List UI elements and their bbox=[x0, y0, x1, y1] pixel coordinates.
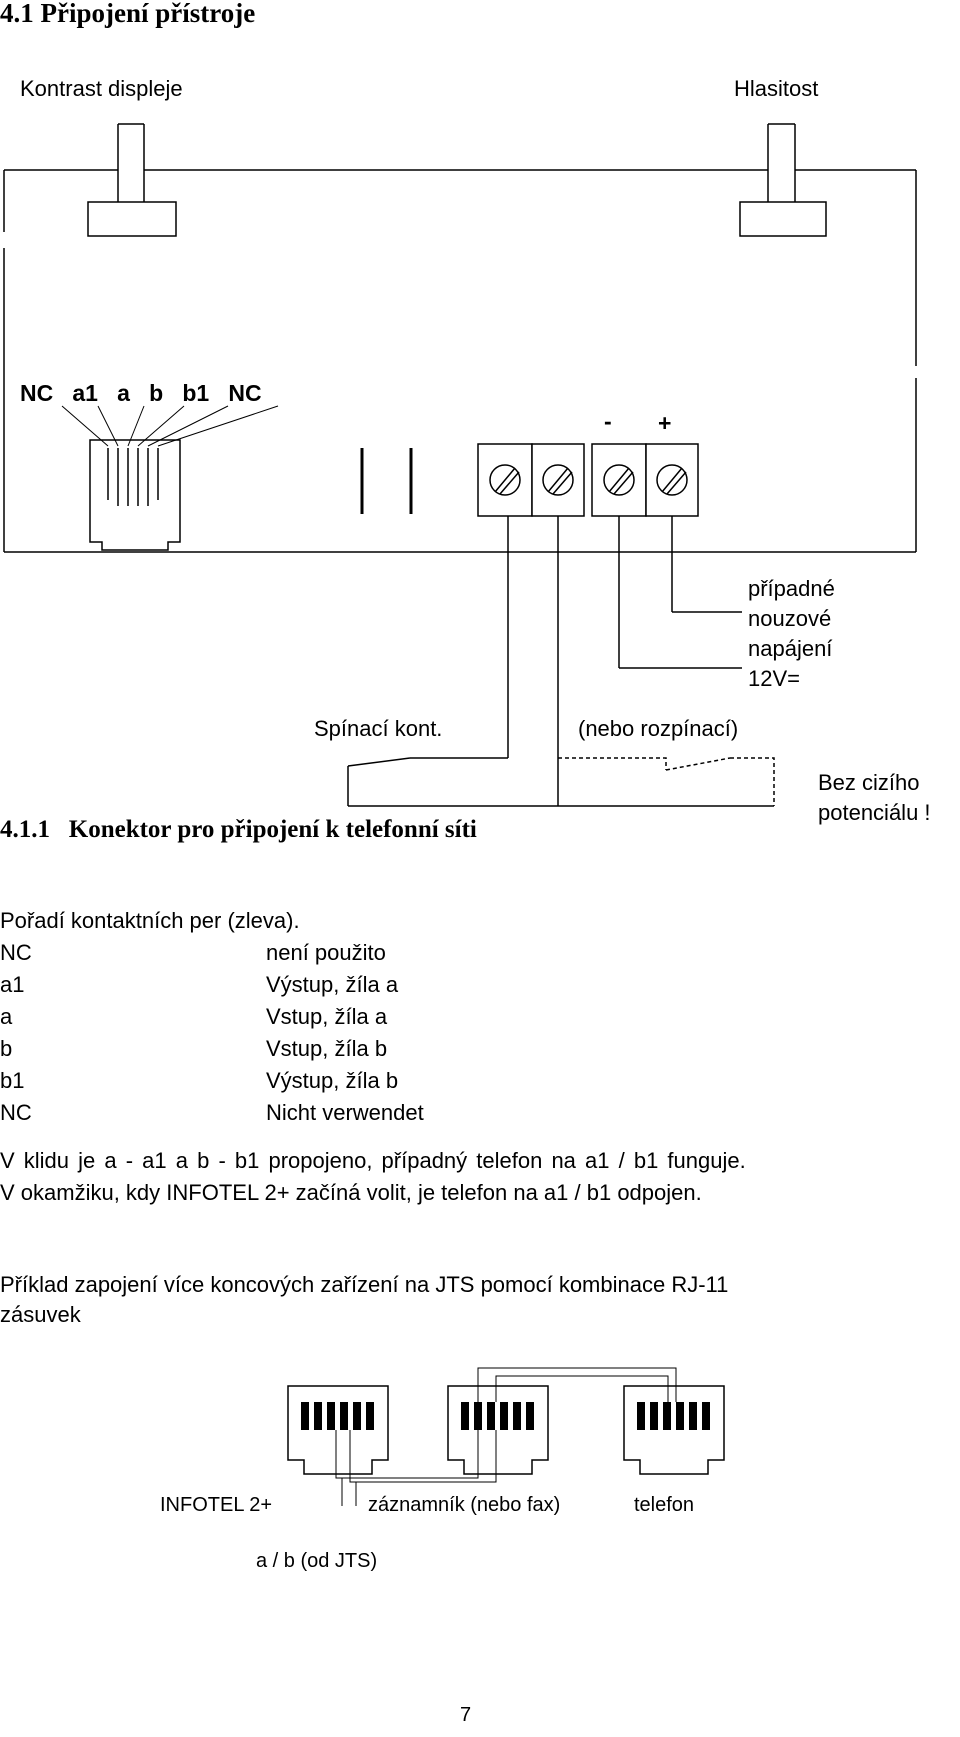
no-foreign-potential-line-2: potenciálu ! bbox=[818, 800, 931, 825]
subsection-title: 4.1.1 Konektor pro připojení k telefonní… bbox=[0, 816, 477, 843]
rj-connector bbox=[61, 405, 279, 551]
device-answering-machine-label: záznamník (nebo fax) bbox=[368, 1494, 561, 1516]
dialing-state-paragraph: V okamžiku, kdy INFOTEL 2+ začíná volit,… bbox=[0, 1180, 702, 1205]
terminal-block bbox=[477, 443, 699, 517]
page-number: 7 bbox=[460, 1704, 472, 1726]
emergency-power-line-4: 12V= bbox=[748, 666, 800, 691]
device-telephone-label: telefon bbox=[634, 1494, 695, 1516]
pin-name: NC bbox=[0, 1100, 32, 1125]
pin-desc: Výstup, žíla b bbox=[266, 1068, 399, 1093]
emergency-power-line-3: napájení bbox=[748, 636, 833, 661]
rj11-example-diagram bbox=[287, 1367, 725, 1506]
switch-label: Spínací kont. bbox=[314, 716, 443, 741]
pin-name: a1 bbox=[0, 972, 25, 997]
pin-desc: Vstup, žíla a bbox=[266, 1004, 388, 1029]
section-title: 4.1 Připojení přístroje bbox=[0, 0, 256, 28]
pin-desc: Nicht verwendet bbox=[266, 1100, 424, 1125]
device-infotel-label: INFOTEL 2+ bbox=[160, 1494, 273, 1516]
line-label: a / b (od JTS) bbox=[256, 1550, 378, 1572]
emergency-power-line-1: případné bbox=[748, 576, 835, 601]
pin-desc: není použito bbox=[266, 940, 386, 965]
pin-name: NC bbox=[0, 940, 32, 965]
volume-knob bbox=[739, 123, 827, 237]
no-foreign-potential-line-1: Bez cizího bbox=[818, 770, 920, 795]
example-heading-line-1: Příklad zapojení více koncových zařízení… bbox=[0, 1272, 729, 1297]
pin-name: b bbox=[0, 1036, 13, 1061]
contrast-label: Kontrast displeje bbox=[20, 76, 183, 101]
plus-label: + bbox=[658, 410, 672, 436]
rest-state-paragraph: V klidu je a - a1 a b - b1 propojeno, př… bbox=[0, 1148, 746, 1173]
pin-name: b1 bbox=[0, 1068, 25, 1093]
pin-intro: Pořadí kontaktních per (zleva). bbox=[0, 908, 300, 933]
example-heading-line-2: zásuvek bbox=[0, 1302, 81, 1327]
pin-desc: Výstup, žíla a bbox=[266, 972, 399, 997]
rj-pin-labels: NC a1 a b b1 NC bbox=[20, 380, 262, 406]
volume-label: Hlasitost bbox=[734, 76, 819, 101]
emergency-power-line-2: nouzové bbox=[748, 606, 832, 631]
pin-desc: Vstup, žíla b bbox=[266, 1036, 388, 1061]
pin-name: a bbox=[0, 1004, 13, 1029]
minus-label: - bbox=[604, 408, 612, 434]
switch-alt-label: (nebo rozpínací) bbox=[578, 716, 739, 741]
switch-circuit bbox=[347, 757, 775, 807]
contrast-knob bbox=[87, 123, 177, 237]
